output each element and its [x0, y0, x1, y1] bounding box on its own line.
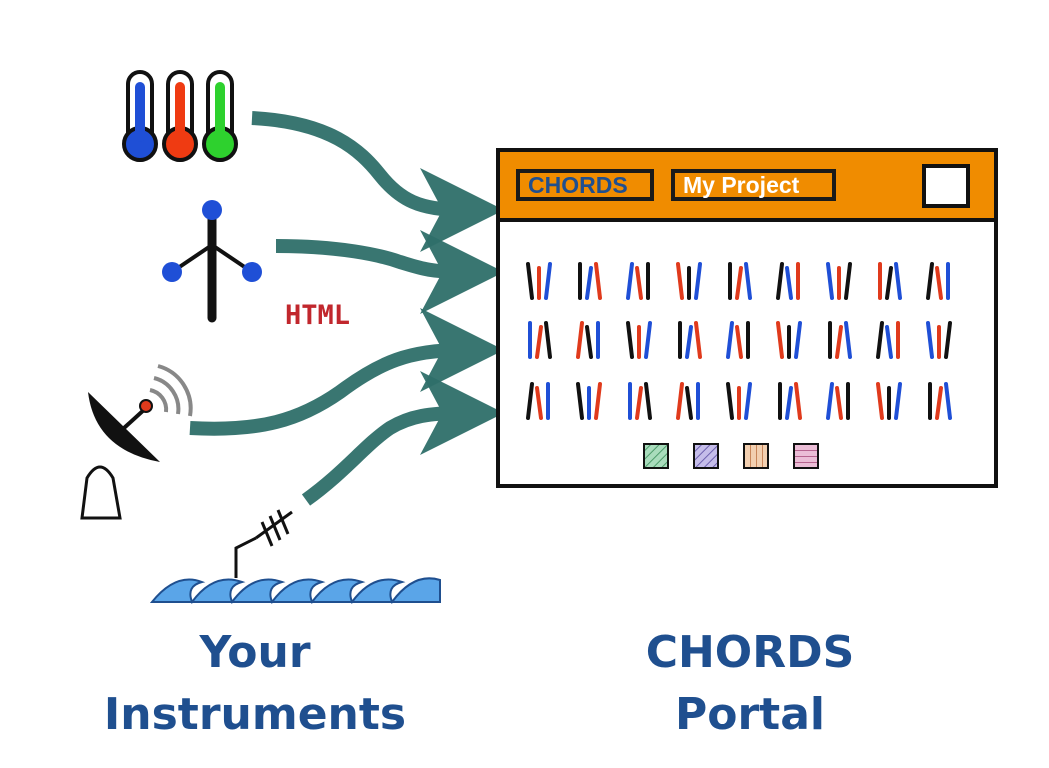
data-bar [835, 386, 843, 420]
data-bar [685, 325, 693, 359]
data-bar [885, 266, 893, 300]
arrow-wave-antenna [301, 371, 504, 506]
portal-window [496, 148, 998, 488]
data-bar [526, 262, 534, 300]
data-bar [526, 382, 534, 420]
data-bar [844, 262, 852, 300]
portal-project-chip[interactable]: My Project [671, 169, 836, 201]
data-bar [776, 321, 784, 359]
data-bar [894, 262, 902, 300]
data-bar [694, 321, 702, 359]
thermometer-red-icon [162, 70, 198, 162]
data-bar [844, 321, 852, 359]
data-bar [826, 262, 834, 300]
data-bar [535, 386, 543, 420]
html-label: HTML [285, 300, 351, 331]
satellite-dish-icon [80, 364, 193, 520]
data-bar [535, 325, 543, 359]
data-bar [926, 321, 934, 359]
data-bar [785, 266, 793, 300]
data-flow-arrows [189, 111, 504, 506]
data-bar [694, 262, 702, 300]
data-bar [926, 262, 934, 300]
data-bar [726, 321, 734, 359]
data-bar [676, 262, 684, 300]
data-bar [544, 321, 552, 359]
data-bar [735, 266, 743, 300]
portal-caption-line2: Portal [675, 689, 825, 740]
data-bar [794, 382, 802, 420]
data-bar [735, 325, 743, 359]
green-swatch [643, 443, 669, 469]
data-bar [794, 321, 802, 359]
data-bar [835, 325, 843, 359]
anemometer-icon [162, 200, 262, 323]
data-bar [744, 382, 752, 420]
data-bar [894, 382, 902, 420]
data-bar [744, 262, 752, 300]
data-bar [726, 382, 734, 420]
portal-caption-line1: CHORDS [645, 627, 855, 678]
purple-swatch [693, 443, 719, 469]
data-bar [544, 262, 552, 300]
instruments-caption-line2: Instruments [103, 689, 407, 740]
data-bar [594, 382, 602, 420]
instruments-caption: Your Instruments [60, 622, 450, 746]
data-bar [685, 386, 693, 420]
data-bar [576, 321, 584, 359]
thermometer-green-icon [202, 70, 238, 162]
data-bar [644, 321, 652, 359]
arrow-thermometers [251, 111, 504, 252]
portal-caption: CHORDS Portal [560, 622, 940, 746]
window-button-icon [922, 164, 970, 208]
wave-antenna-icon [149, 509, 441, 605]
data-bar [785, 386, 793, 420]
data-bar [826, 382, 834, 420]
pink-swatch [793, 443, 819, 469]
data-bar [944, 321, 952, 359]
portal-app-chip[interactable]: CHORDS [516, 169, 654, 201]
data-bar [935, 386, 943, 420]
data-bar [635, 386, 643, 420]
data-bar [676, 382, 684, 420]
data-bar [576, 382, 584, 420]
data-bar [935, 266, 943, 300]
data-bar [885, 325, 893, 359]
data-bar [585, 266, 593, 300]
data-bars-grid [526, 262, 952, 420]
data-bar [626, 262, 634, 300]
data-bar [944, 382, 952, 420]
data-bar [876, 321, 884, 359]
data-bar [594, 262, 602, 300]
arrow-satellite-dish [189, 308, 504, 436]
data-bar [635, 266, 643, 300]
data-bar [776, 262, 784, 300]
data-bar [626, 321, 634, 359]
data-bar [644, 382, 652, 420]
thermometer-blue-icon [122, 70, 158, 162]
arrow-anemometer [275, 229, 504, 314]
data-bar [585, 325, 593, 359]
tan-swatch [743, 443, 769, 469]
instruments-caption-line1: Your [199, 627, 311, 678]
data-bar [876, 382, 884, 420]
